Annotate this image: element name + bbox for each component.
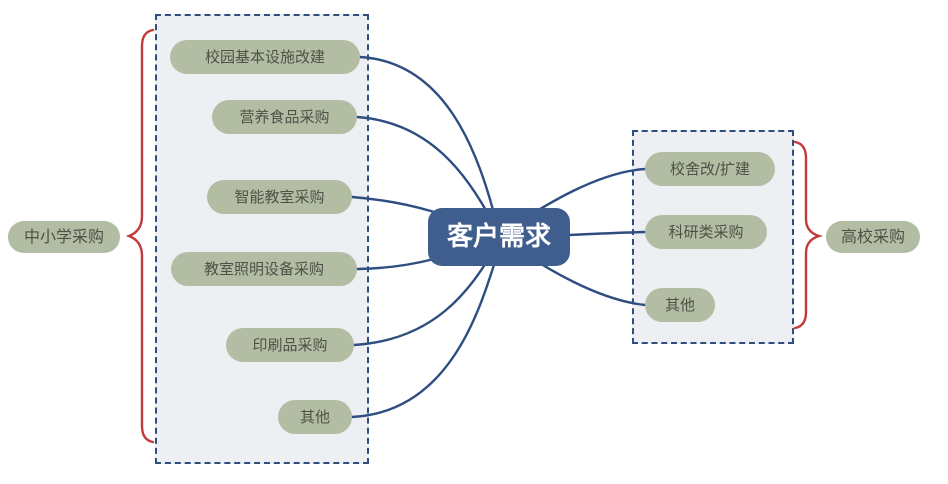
left-node-classroom-lighting: 教室照明设备采购 xyxy=(171,252,357,286)
connector-left-5 xyxy=(350,250,500,419)
left-brace-label: 中小学采购 xyxy=(8,221,120,253)
left-node-printed-materials: 印刷品采购 xyxy=(226,328,354,362)
right-node-building-expansion: 校舍改/扩建 xyxy=(645,152,775,186)
right-node-other: 其他 xyxy=(645,288,715,322)
connector-left-0 xyxy=(358,55,499,227)
right-brace xyxy=(793,140,824,330)
left-brace xyxy=(125,28,155,444)
right-brace-label: 高校采购 xyxy=(826,221,920,253)
left-node-campus-facilities: 校园基本设施改建 xyxy=(170,40,360,74)
left-node-smart-classroom: 智能教室采购 xyxy=(207,180,352,214)
right-node-research-procurement: 科研类采购 xyxy=(645,215,767,249)
center-node-customer-needs: 客户需求 xyxy=(428,208,570,266)
connector-left-1 xyxy=(355,115,496,227)
left-group-box xyxy=(155,14,369,464)
left-node-other: 其他 xyxy=(278,400,352,434)
left-node-nutrition-food: 营养食品采购 xyxy=(212,100,357,134)
